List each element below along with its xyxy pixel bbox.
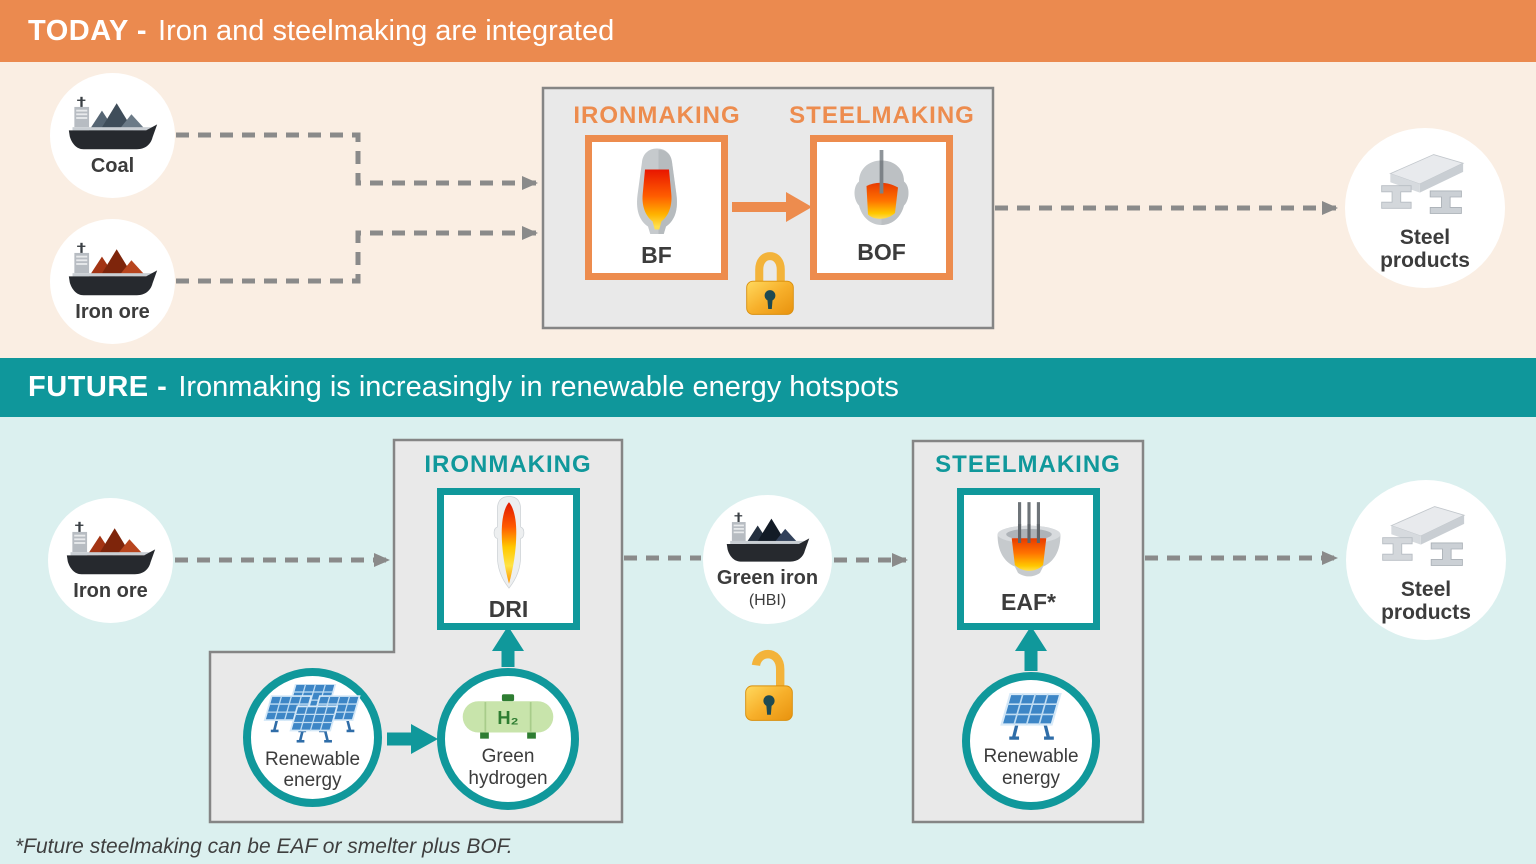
green-iron-label: Green iron [716,567,819,590]
iron-ore-label: Iron ore [75,300,150,323]
bf-label: BF [641,241,672,268]
future-header-bar: FUTURE - Ironmaking is increasingly in r… [0,358,1536,417]
dri-furnace-icon [493,496,524,589]
eaf-furnace-icon [997,502,1060,577]
solar-panel-icon [262,683,361,744]
future-section-background [0,417,1536,864]
eaf-label: EAF* [1001,589,1056,615]
green-iron-sublabel: (HBI) [748,591,787,609]
green-hydrogen-label: Green hydrogen [468,746,548,789]
bof-label: BOF [857,238,906,265]
padlock-open-icon [745,649,793,721]
bf-unit: BF [585,135,728,280]
future-ironmaking-title: IRONMAKING [424,451,592,478]
steel-products-node-today: Steel products [1345,128,1505,288]
iron-ore-node-future: Iron ore [48,498,173,623]
steel-beams-icon [1382,505,1465,566]
hydrogen-tank-icon: H₂ [462,694,554,739]
steel-products-label-future: Steel products [1381,577,1471,624]
future-header-tag: FUTURE - [28,371,168,403]
eaf-unit: EAF* [957,488,1100,630]
blast-furnace-icon [636,148,677,234]
cargo-ship-icon [66,521,155,574]
renewable-energy-node-2: Renewable energy [962,672,1100,810]
today-header-tag: TODAY - [28,14,148,47]
green-iron-node: Green iron (HBI) [703,495,832,624]
dri-unit: DRI [437,488,580,630]
today-header-bar: TODAY - Iron and steelmaking are integra… [0,0,1536,62]
steel-beams-icon [1381,153,1464,214]
padlock-closed-icon [746,252,794,315]
today-steelmaking-title: STEELMAKING [789,102,975,129]
today-header-title: Iron and steelmaking are integrated [158,14,615,47]
bof-converter-icon [854,149,909,225]
today-ironmaking-title: IRONMAKING [573,102,741,129]
solar-panel-icon [1000,693,1062,742]
hydrogen-tank-text: H₂ [497,707,518,728]
cargo-ship-icon [726,512,809,562]
cargo-ship-icon [68,242,157,295]
iron-ore-label-future: Iron ore [73,579,148,602]
renewable-energy-node-1: Renewable energy [243,668,382,807]
dri-label: DRI [488,596,529,622]
renewable-energy-label-1: Renewable energy [264,748,361,791]
green-hydrogen-node: H₂ Green hydrogen [437,668,579,810]
iron-ore-node: Iron ore [50,219,175,344]
future-steelmaking-title: STEELMAKING [935,451,1121,478]
steel-products-label: Steel products [1380,225,1470,272]
footnote: *Future steelmaking can be EAF or smelte… [15,835,513,858]
bof-unit: BOF [810,135,953,280]
renewable-energy-label-2: Renewable energy [983,746,1079,789]
steel-products-node-future: Steel products [1346,480,1506,640]
future-header-title: Ironmaking is increasingly in renewable … [178,371,899,403]
coal-label: Coal [90,154,135,177]
coal-node: Coal [50,73,175,198]
cargo-ship-icon [68,96,157,149]
